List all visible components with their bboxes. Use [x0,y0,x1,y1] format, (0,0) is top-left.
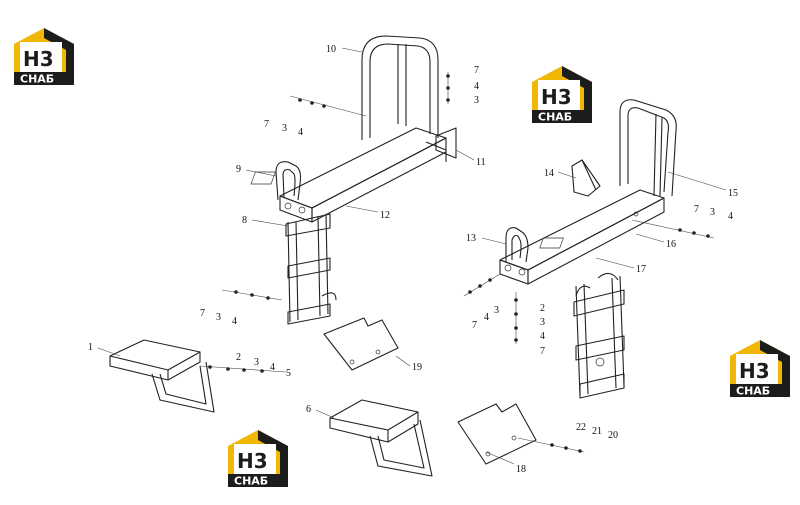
ladder-right [573,272,625,399]
callout-19: 19 [412,362,422,373]
callout-8: 8 [242,215,247,226]
bolt-set-right [463,219,715,344]
step-1 [109,339,287,413]
callout-7: 7 [474,65,479,76]
callout-leaders [97,47,727,465]
plate-18 [457,403,585,465]
handrail-15 [619,99,677,197]
logo-top-text: H3 [739,359,770,383]
logo-bottom-text: CHAБ [538,111,572,124]
callout-4: 4 [270,362,275,373]
callout-7: 7 [694,204,699,215]
callout-3: 3 [494,305,499,316]
callout-16: 16 [666,239,676,250]
callout-7: 7 [540,346,545,357]
callout-2: 2 [236,352,241,363]
callout-20: 20 [608,430,618,441]
logo-top-text: H3 [237,449,268,473]
logo-h3-snab: H3 CHAБ [14,28,74,86]
logo-bottom-text: CHAБ [20,73,54,86]
callout-6: 6 [306,404,311,415]
callout-7: 7 [200,308,205,319]
callout-11: 11 [476,157,486,168]
handle-9 [275,161,302,201]
callout-4: 4 [484,312,489,323]
callout-3: 3 [474,95,479,106]
platform-beam-17 [499,189,665,285]
callout-1: 1 [88,342,93,353]
bolt-set-left-middle [221,289,283,301]
callout-15: 15 [728,188,738,199]
callout-10: 10 [326,44,336,55]
callout-7: 7 [264,119,269,130]
callout-9: 9 [236,164,241,175]
callout-4: 4 [232,316,237,327]
callout-3: 3 [540,317,545,328]
logo-top-text: H3 [23,47,54,71]
callout-14: 14 [544,168,554,179]
callout-17: 17 [636,264,646,275]
logo-bottom-text: CHAБ [736,385,770,398]
callout-13: 13 [466,233,476,244]
plate-19 [323,317,399,371]
logo-top-text: H3 [541,85,572,109]
callout-4: 4 [728,211,733,222]
callout-3: 3 [710,207,715,218]
callout-7: 7 [472,320,477,331]
callout-21: 21 [592,426,602,437]
callout-2: 2 [540,303,545,314]
callout-5: 5 [286,368,291,379]
bracket-14 [571,159,601,197]
step-6 [329,399,433,477]
logo-bottom-text: CHAБ [234,475,268,488]
ladder-8 [285,213,337,325]
callout-18: 18 [516,464,526,475]
callout-4: 4 [298,127,303,138]
callout-22: 22 [576,422,586,433]
callout-12: 12 [380,210,390,221]
callout-3: 3 [216,312,221,323]
bolt-set-left-upper [289,72,450,117]
logo-h3-snab: H3 CHAБ [532,66,592,124]
handle-13 [505,227,529,263]
callout-3: 3 [282,123,287,134]
callout-3: 3 [254,357,259,368]
handrail-10 [361,35,439,140]
logo-h3-snab: H3 CHAБ [228,430,288,488]
callout-4: 4 [540,331,545,342]
callout-4: 4 [474,81,479,92]
logo-h3-snab: H3 CHAБ [730,340,790,398]
platform-beam-12 [250,127,447,223]
